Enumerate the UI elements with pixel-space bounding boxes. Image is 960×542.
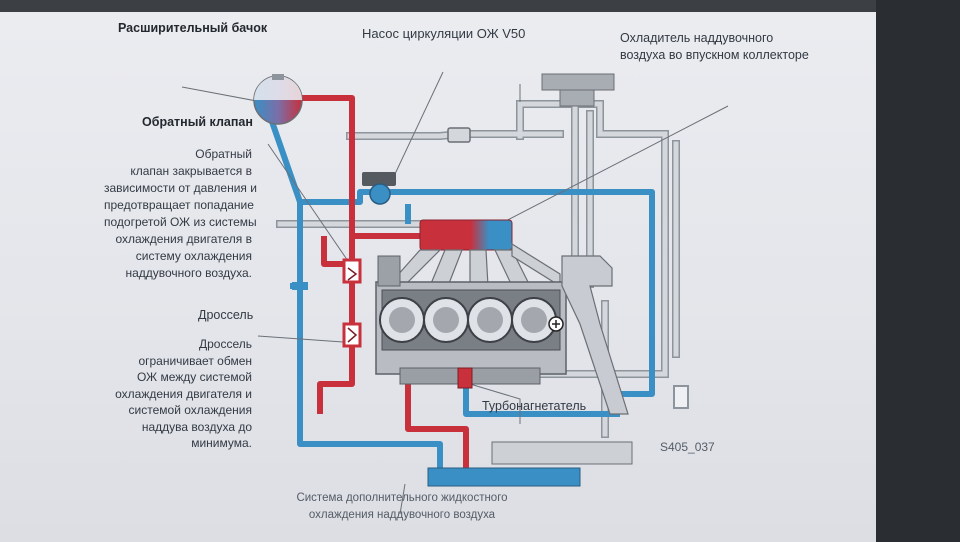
check-valve (342, 258, 362, 284)
check-valve-description: Обратный клапан закрывается в зависимост… (104, 147, 257, 280)
coolant-pump-v50 (362, 172, 396, 205)
callout-lines (181, 71, 729, 515)
monitor-bezel-right (876, 0, 960, 542)
top-air-block (541, 73, 615, 107)
throttle-description: Дроссель ограничивает обмен ОЖ между сис… (115, 337, 252, 450)
figure-id: S405_037 (660, 440, 715, 454)
label-coolant-pump: Насос циркуляции ОЖ V50 (362, 26, 526, 41)
label-auxiliary-cooling-system: Система дополнительного жидкостного охла… (296, 492, 508, 521)
cooling-diagram (181, 71, 729, 515)
label-throttle: Дроссель (198, 308, 254, 322)
monitor-bezel-top (0, 0, 960, 14)
label-expansion-tank: Расширительный бачок (118, 21, 268, 35)
inline-valve (447, 127, 471, 143)
check-valve-blue (673, 385, 689, 409)
engine-block (375, 255, 567, 385)
turbocharger (457, 255, 629, 415)
diagram-page: Расширительный бачок Насос циркуляции ОЖ… (0, 12, 876, 542)
blue-line-valve (292, 282, 308, 290)
intake-manifold (386, 242, 561, 288)
charge-air-cooler (419, 219, 513, 251)
auxiliary-radiator (427, 441, 633, 487)
expansion-tank (253, 74, 303, 125)
label-check-valve: Обратный клапан (142, 115, 253, 129)
throttle-restrictor (342, 322, 362, 348)
label-turbocharger: Турбонагнетатель (482, 399, 587, 413)
label-intercooler: Охладитель наддувочного воздуха во впуск… (620, 31, 809, 62)
